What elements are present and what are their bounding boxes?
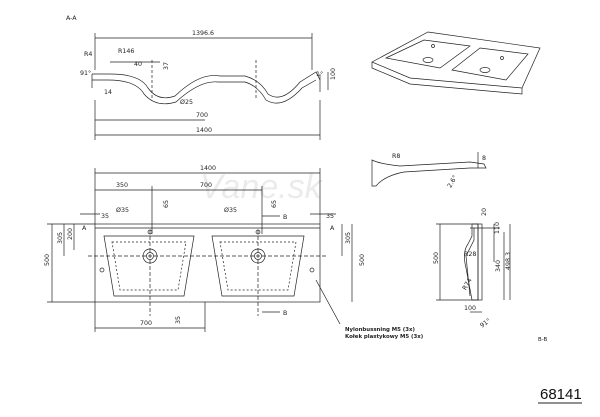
dim-37: 37	[163, 62, 170, 70]
plan-bowl-right	[211, 235, 305, 297]
dim-r4: R4	[84, 51, 92, 58]
plan-dim-350: 350	[116, 182, 128, 189]
dim-hole-25: Ø25	[180, 98, 193, 106]
note-line-1: Nylonbussning M5 (3x)	[345, 327, 415, 333]
plan-dim-1400: 1400	[200, 165, 216, 172]
bb-angle: 91°	[478, 317, 492, 330]
profile-r8: R8	[392, 153, 400, 160]
plan-305-left: 305	[57, 232, 64, 244]
plan-500-left: 500	[44, 254, 51, 266]
plan-dim-700: 700	[200, 182, 212, 189]
product-code: 68141	[540, 386, 582, 403]
bb-100: 100	[464, 305, 476, 312]
bb-20: 20	[481, 208, 488, 216]
plan-500-right: 500	[359, 254, 366, 266]
isometric-view	[371, 31, 541, 95]
plan-hole-left: Ø35	[116, 206, 129, 214]
plan-outline	[94, 223, 321, 303]
bb-340: 340	[495, 260, 502, 272]
bb-r74: R74	[461, 277, 473, 291]
profile-8: 8	[482, 155, 486, 162]
dim-angle-right: 1°	[316, 70, 323, 78]
profile-detail: R8 8 2.6°	[371, 152, 487, 189]
dim-angle-left: 91°	[80, 69, 91, 77]
plan-65-left: 65	[163, 200, 170, 208]
plan-65-right: 65	[271, 200, 278, 208]
dim-700-aa: 700	[196, 112, 208, 119]
dim-top-overall: 1396.6	[192, 30, 214, 37]
plan-35-right: 35	[326, 213, 334, 220]
bb-110: 110	[494, 222, 501, 234]
plan-bowl-left	[103, 235, 195, 297]
section-a-bottom: A	[330, 225, 335, 232]
section-b-top: B	[283, 214, 287, 221]
section-bb-view	[436, 223, 511, 313]
section-aa-profile	[92, 71, 321, 99]
plan-700-bottom: 700	[140, 320, 152, 327]
bb-r28: R28	[464, 251, 476, 258]
dim-14: 14	[104, 89, 112, 96]
plan-200: 200	[67, 228, 74, 240]
plan-35-bottom: 35	[175, 316, 182, 324]
plan-hole-right: Ø35	[224, 206, 237, 214]
note-line-2: Kołek plastykowy M5 (3x)	[345, 334, 423, 340]
section-bb-label: B-B	[538, 337, 547, 343]
dim-40: 40	[134, 61, 142, 68]
dim-radius: R146	[118, 48, 134, 55]
section-aa-label: A-A	[66, 15, 77, 22]
section-a-top: A	[82, 225, 87, 232]
dim-100-right: 100	[330, 68, 337, 80]
plan-35-left: 35	[101, 213, 109, 220]
bb-498: 498.3	[505, 252, 512, 270]
bb-500: 500	[433, 252, 440, 264]
plan-305-right: 305	[345, 232, 352, 244]
profile-angle: 2.6°	[446, 174, 460, 189]
dim-1400-aa: 1400	[196, 127, 212, 134]
section-b-bottom: B	[283, 310, 287, 317]
